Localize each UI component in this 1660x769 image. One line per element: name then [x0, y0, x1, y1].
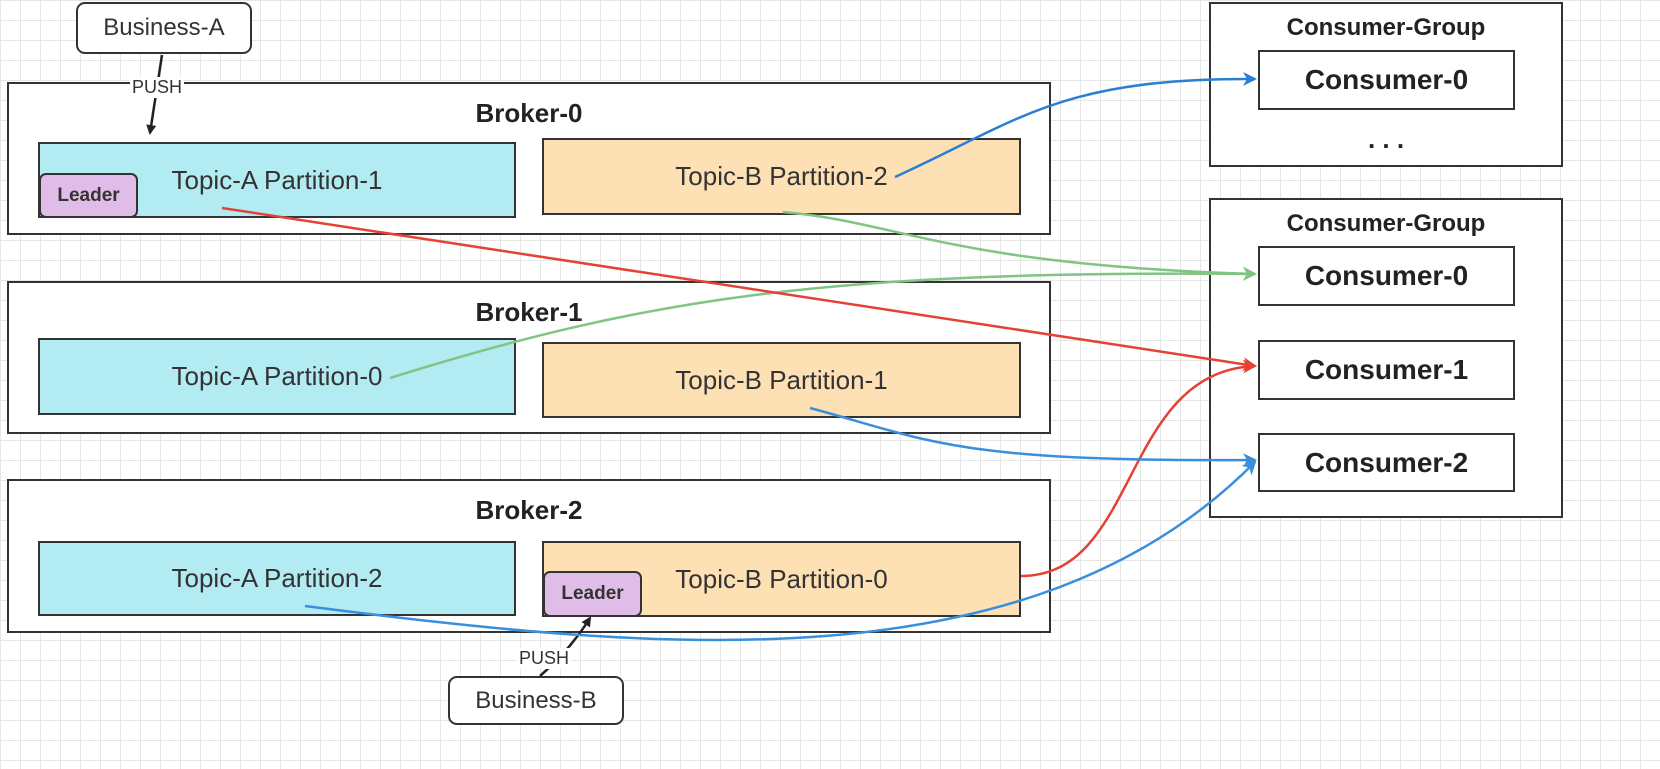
- consumer-group-2-consumer-2: Consumer-2: [1258, 433, 1515, 492]
- business-b-label: Business-B: [475, 686, 597, 714]
- consumer-group-2: Consumer-Group Consumer-0 Consumer-1 Con…: [1209, 198, 1563, 518]
- broker-1-title: Broker-1: [475, 297, 583, 327]
- broker-1-topic-a-partition-0: Topic-A Partition-0: [38, 338, 516, 415]
- consumer-label: Consumer-0: [1304, 64, 1469, 95]
- leader-badge: Leader: [543, 571, 642, 617]
- broker-1-topic-b-partition-1: Topic-B Partition-1: [542, 342, 1021, 418]
- consumer-group-1-consumer-0: Consumer-0: [1258, 50, 1515, 110]
- consumer-group-2-consumer-1: Consumer-1: [1258, 340, 1515, 400]
- partition-label: Topic-A Partition-1: [171, 164, 383, 195]
- consumer-label: Consumer-2: [1304, 446, 1469, 478]
- business-a-node: Business-A: [76, 2, 252, 54]
- partition-label: Topic-B Partition-0: [675, 563, 888, 594]
- broker-1: Broker-1 Topic-A Partition-0 Topic-B Par…: [7, 281, 1051, 434]
- broker-0-topic-b-partition-2: Topic-B Partition-2: [542, 138, 1021, 215]
- consumer-group-1-title: Consumer-Group: [1286, 14, 1486, 41]
- consumer-group-2-consumer-0: Consumer-0: [1258, 246, 1515, 306]
- consumer-label: Consumer-1: [1304, 354, 1469, 385]
- more-ellipsis: . . .: [1367, 124, 1405, 154]
- business-b-node: Business-B: [448, 676, 624, 725]
- broker-2: Broker-2 Topic-A Partition-2 Topic-B Par…: [7, 479, 1051, 633]
- consumer-label: Consumer-0: [1304, 260, 1469, 291]
- partition-label: Topic-A Partition-2: [171, 563, 383, 593]
- consumer-group-2-title: Consumer-Group: [1286, 210, 1486, 237]
- leader-badge: Leader: [39, 173, 138, 218]
- consumer-group-1: Consumer-Group Consumer-0 . . .: [1209, 2, 1563, 167]
- partition-label: Topic-B Partition-2: [675, 161, 888, 191]
- business-a-label: Business-A: [103, 14, 225, 41]
- broker-2-topic-a-partition-2: Topic-A Partition-2: [38, 541, 516, 616]
- partition-label: Topic-B Partition-1: [675, 364, 888, 395]
- broker-0: Broker-0 Topic-A Partition-1 Leader Topi…: [7, 82, 1051, 235]
- partition-label: Topic-A Partition-0: [171, 361, 383, 391]
- broker-0-title: Broker-0: [475, 98, 583, 128]
- broker-2-title: Broker-2: [475, 495, 583, 525]
- push-label-b: PUSH: [517, 648, 572, 669]
- push-label-a: PUSH: [130, 77, 185, 98]
